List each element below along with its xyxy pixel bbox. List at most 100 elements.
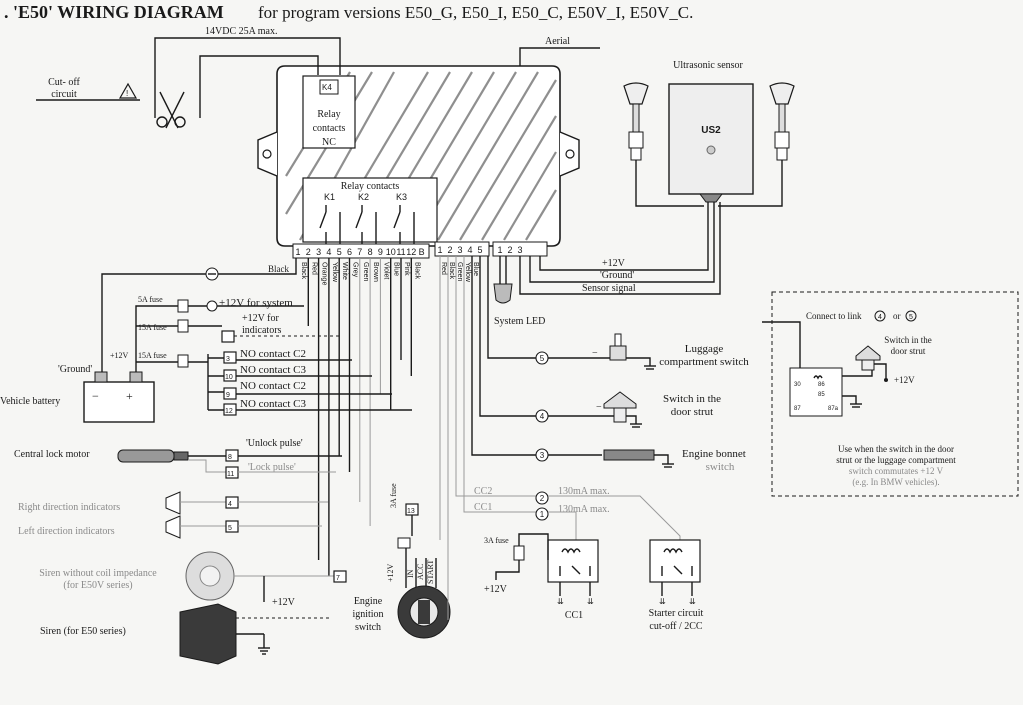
svg-text:7: 7 [336, 575, 340, 582]
no-contact-c2-1: NO contact C2 [240, 348, 306, 360]
pin-main: B [419, 247, 425, 257]
inset-12v: +12V [894, 375, 915, 385]
svg-text:3: 3 [226, 356, 230, 363]
luggage-line1: Luggage [685, 343, 724, 355]
wire-color: Yellow [331, 262, 338, 283]
title-suffix: for program versions E50_G, E50_I, E50_C… [258, 3, 693, 22]
ign-term-start: START [426, 560, 435, 584]
inset-note-3: switch commutates +12 V [849, 466, 944, 476]
pin-main: 10 [386, 247, 396, 257]
relay-contacts-switches [319, 205, 415, 244]
wire-color: Blue [393, 262, 400, 276]
svg-text:11: 11 [227, 471, 234, 478]
inset-switch-line2: door strut [891, 346, 926, 356]
svg-text:12: 12 [225, 408, 233, 415]
fuse-15a-icon [177, 319, 189, 333]
pin-main: 7 [357, 247, 362, 257]
wire-color: Orange [321, 262, 328, 285]
cutoff-circuit: Cut- off circuit ! [36, 77, 186, 129]
fuse-3a-icon [513, 545, 525, 561]
power-section: Black 5A fuse +12V for system 15A fuse +… [0, 258, 340, 423]
12v-ind-line1: +12V for [242, 313, 280, 324]
central-lock-label: Central lock motor [14, 449, 90, 460]
plus12-battery: +12V [110, 351, 129, 360]
inset-box: Connect to link 4 or 5 30 86 87 85 87a +… [762, 291, 1019, 497]
svg-text:87a: 87a [828, 406, 839, 412]
door-switch-line2: door strut [671, 406, 713, 418]
pin-mid: 2 [447, 245, 452, 255]
supply-wires: 14VDC 25A max. Aerial [154, 26, 600, 118]
pin-main: 12 [406, 247, 416, 257]
battery-label: Vehicle battery [0, 396, 60, 407]
circled-number-text: 5 [540, 354, 545, 363]
cc1-label: CC1 [474, 502, 492, 513]
pin-mid: 1 [437, 245, 442, 255]
right-transducer-icon [769, 82, 795, 161]
svg-text:9: 9 [226, 392, 230, 399]
wire-color: Red [310, 262, 317, 275]
pin-sensor: 1 [497, 245, 502, 255]
ign-term-12v: +12V [386, 563, 395, 582]
wire-color: Green [362, 262, 369, 282]
main-wire-bundle [307, 258, 412, 576]
k3-label: K3 [396, 192, 407, 202]
wire-color: White [341, 262, 348, 280]
scissors-icon [156, 91, 186, 129]
svg-text:4: 4 [878, 314, 882, 321]
circled-number [535, 491, 549, 505]
cc2-label: CC2 [474, 486, 492, 497]
mid-wire-color: Blue [472, 262, 479, 276]
inset-note-2: strut or the luggage compartment [836, 455, 956, 465]
title-prefix: . 'E50' WIRING DIAGRAM [4, 2, 224, 22]
sensor-line-12v: +12V [602, 258, 626, 269]
svg-text:or: or [893, 311, 901, 321]
svg-text:87: 87 [794, 406, 801, 412]
ign-term-acc: ACC [416, 564, 425, 580]
right-bulb-icon [165, 491, 181, 515]
pin-main: 3 [316, 247, 321, 257]
12v-system-label: +12V for system [219, 297, 293, 309]
relay-nc-line3: NC [322, 137, 336, 148]
ignition-line3: switch [355, 622, 381, 633]
svg-text:13: 13 [407, 508, 415, 515]
cc-section: CC2 CC1 130mA max. 130mA max. ⇊ ⇊ ⇊ ⇊ CC… [474, 486, 704, 632]
bonnet-switch-icon [603, 449, 655, 461]
left-indicators-label: Left direction indicators [18, 526, 115, 537]
wire-color: Violet [382, 262, 389, 279]
ma130-2: 130mA max. [558, 504, 610, 515]
fuse-15a-label-1: 15A fuse [138, 323, 167, 332]
bonnet-line1: Engine bonnet [682, 448, 746, 460]
pin-sensor: 3 [517, 245, 522, 255]
ultrasonic-sensor: Ultrasonic sensor US2 [519, 60, 795, 295]
no-contact-c3-2: NO contact C3 [240, 398, 306, 410]
starter-line2: cut-off / 2CC [649, 621, 702, 632]
ign-term-in: IN [406, 569, 415, 578]
svg-text:8: 8 [228, 454, 232, 461]
pin-sensor: 2 [507, 245, 512, 255]
k2-label: K2 [358, 192, 369, 202]
led-icon [493, 283, 513, 304]
siren-e50-label: Siren (for E50 series) [40, 626, 126, 637]
wire-color: Brown [372, 262, 379, 282]
siren-e50-icon [179, 603, 237, 665]
pin-main: 1 [295, 247, 300, 257]
pin-main: 5 [337, 247, 342, 257]
k4-label: K4 [322, 83, 332, 92]
bonnet-line2: switch [706, 461, 735, 473]
ultrasonic-label: Ultrasonic sensor [673, 60, 743, 71]
battery-icon [83, 381, 155, 423]
relay-contacts-label: Relay contacts [341, 181, 400, 192]
mid-wires [439, 256, 536, 620]
left-transducer-icon [623, 82, 649, 161]
svg-text:4: 4 [228, 501, 232, 508]
circled-number-text: 2 [540, 494, 545, 503]
fuse-15a-icon-2 [177, 354, 189, 368]
control-unit: K4 Relay contacts NC Relay contacts K1 K… [257, 65, 580, 259]
cutoff-line2: circuit [51, 89, 77, 100]
ground-label: 'Ground' [58, 364, 92, 375]
luggage-switch-icon [609, 345, 627, 361]
